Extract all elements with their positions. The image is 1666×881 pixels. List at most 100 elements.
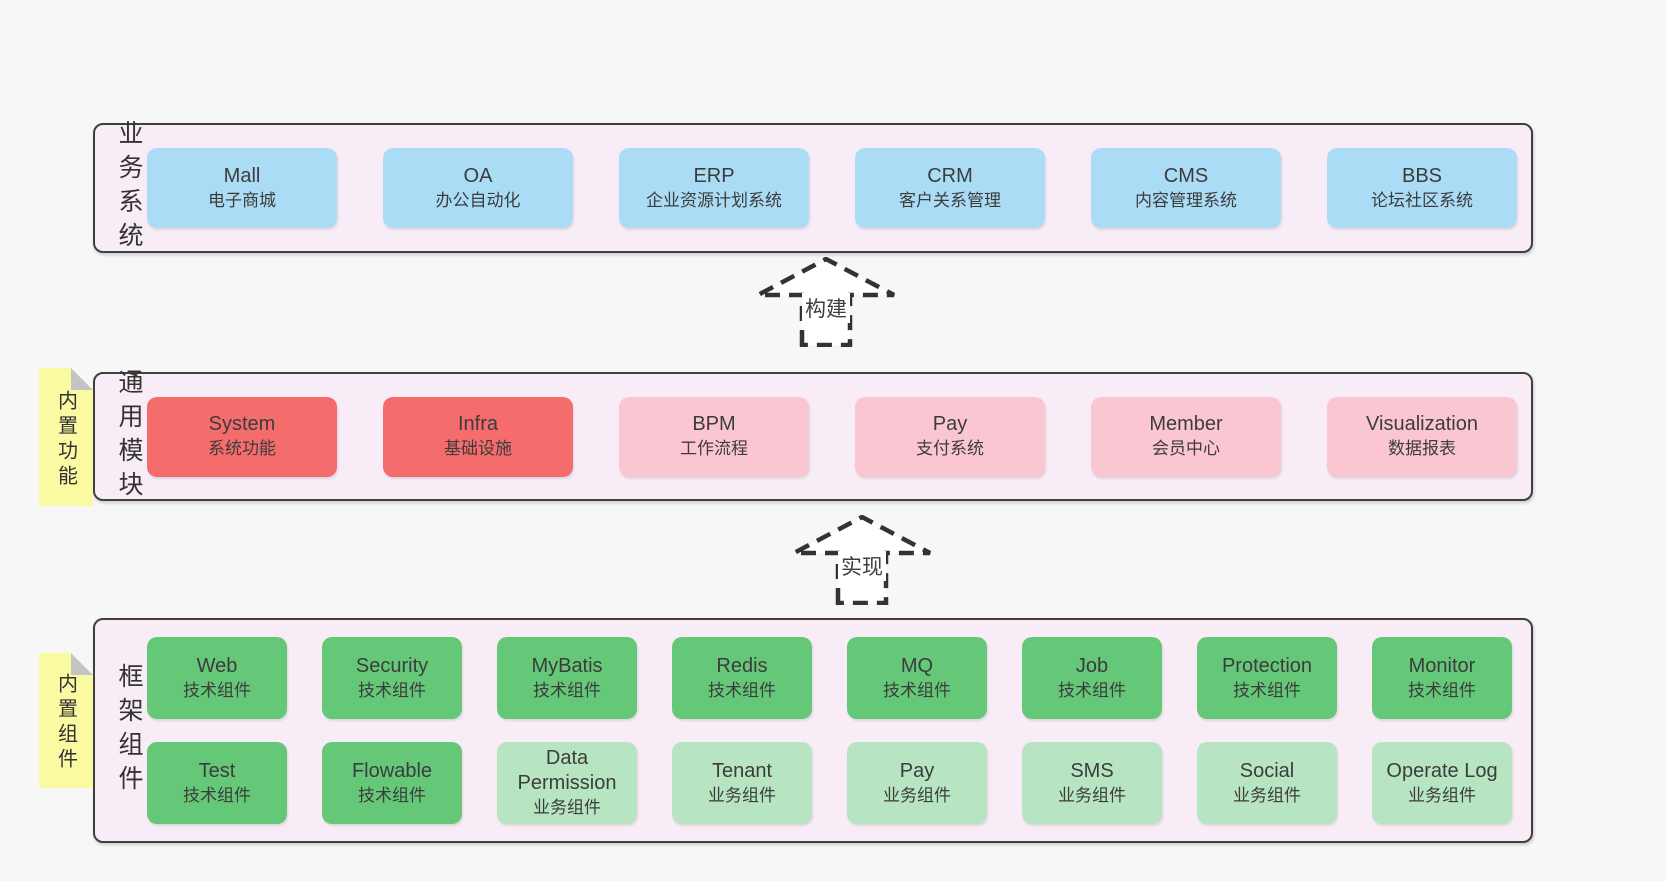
box-sms: SMS 业务组件 [1022, 742, 1162, 824]
box-subtitle: 内容管理系统 [1135, 190, 1237, 210]
box-title: Monitor [1408, 654, 1476, 677]
box-subtitle: 数据报表 [1388, 439, 1456, 458]
box-tenant: Tenant 业务组件 [672, 742, 812, 824]
box-title: Protection [1221, 654, 1313, 677]
implement-arrow-label: 实现 [838, 551, 886, 581]
box-subtitle: 办公自动化 [435, 190, 521, 210]
box-subtitle: 论坛社区系统 [1371, 190, 1473, 210]
box-title: Data Permission [517, 747, 617, 794]
box-title: Web [196, 654, 238, 677]
box-title: Tenant [711, 759, 773, 782]
box-title: BBS [1401, 164, 1443, 187]
box-subtitle: 系统功能 [208, 439, 276, 458]
layer-label-modules: 通用模块 [115, 368, 143, 505]
box-title: ERP [693, 164, 735, 187]
box-title: MyBatis [531, 654, 603, 677]
box-subtitle: 业务组件 [1233, 785, 1301, 805]
box-subtitle: 业务组件 [533, 798, 601, 817]
layer-label-components: 框架组件 [115, 662, 143, 799]
box-pay: Pay 业务组件 [847, 742, 987, 824]
box-oa: OA 办公自动化 [383, 148, 573, 228]
box-title: Redis [716, 654, 768, 677]
box-subtitle: 技术组件 [1058, 680, 1126, 700]
box-web: Web 技术组件 [147, 637, 287, 719]
box-subtitle: 技术组件 [358, 680, 426, 700]
box-subtitle: 技术组件 [183, 680, 251, 700]
box-mybatis: MyBatis 技术组件 [497, 637, 637, 719]
box-title: Pay [899, 759, 935, 782]
box-title: Visualization [1366, 413, 1478, 435]
box-title: Operate Log [1386, 759, 1498, 782]
box-bbs: BBS 论坛社区系统 [1327, 148, 1517, 228]
box-title: Infra [457, 413, 499, 435]
folded-corner-icon [71, 368, 93, 390]
box-mq: MQ 技术组件 [847, 637, 987, 719]
box-protection: Protection 技术组件 [1197, 637, 1337, 719]
box-title: Flowable [351, 759, 433, 782]
box-title: Mall [223, 164, 261, 187]
box-redis: Redis 技术组件 [672, 637, 812, 719]
box-security: Security 技术组件 [322, 637, 462, 719]
box-subtitle: 工作流程 [680, 439, 748, 458]
sticky-note-text: 内置功能 [54, 389, 77, 490]
sticky-note-built-in-components: 内置组件 [39, 653, 93, 788]
folded-corner-icon [71, 653, 93, 675]
business-box-row: Mall 电子商城 OA 办公自动化 ERP 企业资源计划系统 CRM 客户关系管理 CMS 内容… [147, 148, 1531, 228]
box-subtitle: 业务组件 [708, 785, 776, 805]
box-subtitle: 电子商城 [208, 190, 276, 210]
box-subtitle: 会员中心 [1152, 439, 1220, 458]
box-subtitle: 技术组件 [1233, 680, 1301, 700]
sticky-note-text: 内置组件 [54, 673, 77, 774]
box-title: Pay [932, 413, 968, 435]
box-subtitle: 技术组件 [708, 680, 776, 700]
box-subtitle: 技术组件 [1408, 680, 1476, 700]
box-subtitle: 业务组件 [883, 785, 951, 805]
box-system: System 系统功能 [147, 396, 337, 477]
box-flowable: Flowable 技术组件 [322, 742, 462, 824]
layer-label-business: 业务系统 [115, 120, 143, 256]
layer-business-systems: 业务系统 Mall 电子商城 OA 办公自动化 ERP 企业资源计划系统 CRM 客户关系管理… [93, 120, 1533, 256]
box-title: Test [198, 759, 236, 782]
box-title: Member [1149, 413, 1223, 435]
box-title: CRM [927, 164, 973, 187]
box-title: Social [1239, 759, 1295, 782]
box-subtitle: 技术组件 [358, 785, 426, 805]
box-title: Job [1075, 654, 1109, 677]
box-subtitle: 企业资源计划系统 [646, 190, 782, 210]
box-subtitle: 基础设施 [444, 439, 512, 458]
box-job: Job 技术组件 [1022, 637, 1162, 719]
box-title: MQ [900, 654, 934, 677]
box-member: Member 会员中心 [1091, 396, 1281, 477]
build-arrow-label: 构建 [802, 293, 850, 323]
box-bpm: BPM 工作流程 [619, 396, 809, 477]
build-arrow: 构建 [756, 257, 896, 347]
box-subtitle: 技术组件 [183, 785, 251, 805]
box-subtitle: 技术组件 [883, 680, 951, 700]
box-subtitle: 业务组件 [1408, 785, 1476, 805]
box-data-permission: Data Permission 业务组件 [497, 742, 637, 824]
box-mall: Mall 电子商城 [147, 148, 337, 228]
sticky-note-built-in-features: 内置功能 [39, 368, 93, 506]
implement-arrow: 实现 [792, 515, 932, 605]
box-title: OA [463, 164, 493, 187]
box-title: SMS [1070, 759, 1114, 782]
box-test: Test 技术组件 [147, 742, 287, 824]
box-cms: CMS 内容管理系统 [1091, 148, 1281, 228]
box-title: BPM [692, 413, 736, 435]
box-infra: Infra 基础设施 [383, 396, 573, 477]
box-subtitle: 客户关系管理 [899, 190, 1001, 210]
box-subtitle: 业务组件 [1058, 785, 1126, 805]
box-title: CMS [1163, 164, 1209, 187]
box-subtitle: 技术组件 [533, 680, 601, 700]
box-title: System [208, 413, 276, 435]
box-operate-log: Operate Log 业务组件 [1372, 742, 1512, 824]
box-title: Security [355, 654, 429, 677]
box-crm: CRM 客户关系管理 [855, 148, 1045, 228]
box-erp: ERP 企业资源计划系统 [619, 148, 809, 228]
